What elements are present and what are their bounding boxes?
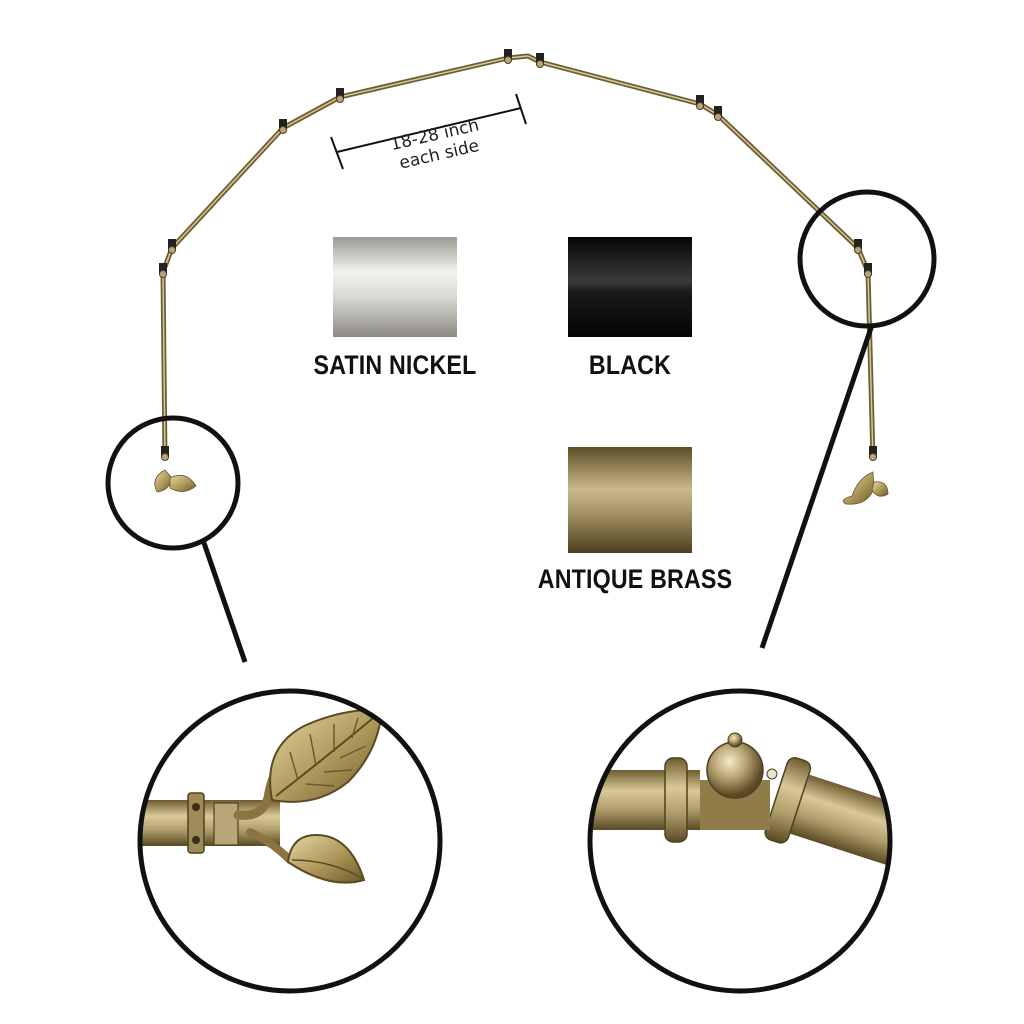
label-satin-nickel: SATIN NICKEL bbox=[313, 350, 477, 380]
label-antique-brass: ANTIQUE BRASS bbox=[537, 564, 733, 594]
rod-joint bbox=[536, 60, 544, 68]
rod-highlight bbox=[162, 55, 874, 461]
rod-joint bbox=[168, 246, 176, 254]
right-finial-small bbox=[842, 471, 889, 505]
rod-bracket bbox=[864, 263, 872, 275]
rod-joint bbox=[696, 102, 704, 110]
zoom-finial-detail bbox=[140, 708, 384, 884]
rod-joint bbox=[336, 95, 344, 103]
rod-bracket bbox=[336, 88, 344, 100]
rod-joint bbox=[159, 270, 167, 278]
zoom-circle-joint bbox=[587, 688, 893, 994]
rod-bracket bbox=[161, 446, 169, 458]
rod-bracket bbox=[159, 263, 167, 275]
rod-joint bbox=[504, 56, 512, 64]
zoom-joint-detail bbox=[590, 732, 890, 870]
rod-bracket bbox=[504, 49, 512, 61]
leader-line-right bbox=[759, 324, 875, 649]
rod-joint bbox=[854, 246, 862, 254]
rod-segments bbox=[160, 53, 876, 461]
rod-bracket bbox=[279, 119, 287, 131]
rod-bracket bbox=[869, 446, 877, 458]
rod-joint bbox=[279, 126, 287, 134]
bay-window-rod bbox=[159, 49, 877, 461]
dimension-marker: 18-28 inch each side bbox=[330, 93, 527, 174]
rod-bracket bbox=[696, 95, 704, 107]
leader-line-left bbox=[200, 539, 248, 663]
swatch-satin-nickel bbox=[333, 237, 457, 337]
left-finial-small bbox=[154, 469, 197, 493]
rod-joint bbox=[869, 453, 877, 461]
rod-brackets bbox=[159, 49, 877, 461]
callouts bbox=[105, 189, 937, 663]
rod-bracket bbox=[854, 239, 862, 251]
rod-bracket bbox=[168, 239, 176, 251]
joint-ball bbox=[706, 741, 764, 799]
callout-circle-joint-small bbox=[797, 189, 937, 329]
small-leaf bbox=[286, 834, 366, 884]
rod-joint bbox=[714, 113, 722, 121]
rod-bracket bbox=[714, 106, 722, 118]
rod-bracket bbox=[536, 53, 544, 65]
label-black: BLACK bbox=[588, 350, 672, 380]
swatch-antique-brass bbox=[568, 447, 692, 553]
rod-joint bbox=[161, 453, 169, 461]
rod-joint bbox=[864, 270, 872, 278]
callout-circle-finial-small bbox=[105, 415, 241, 551]
swatch-black bbox=[568, 237, 692, 337]
zoom-circle-finial bbox=[137, 688, 443, 994]
